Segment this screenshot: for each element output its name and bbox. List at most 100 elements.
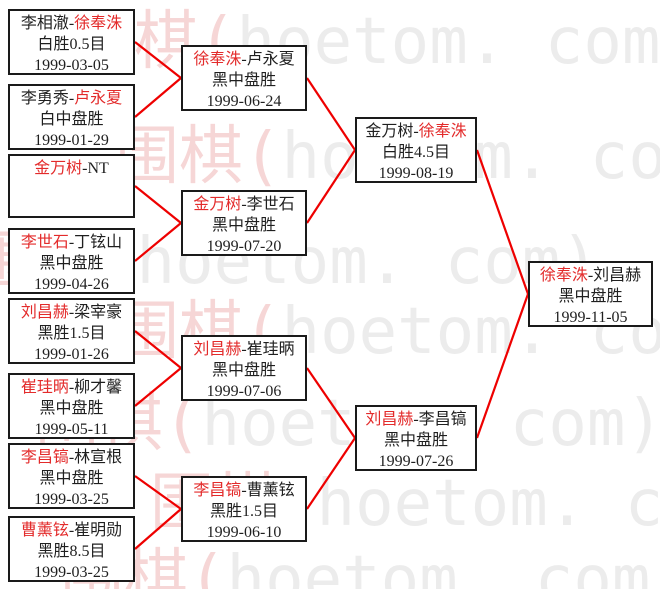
separator: -: [68, 304, 75, 321]
match-players: 刘昌赫-李昌镐: [357, 409, 475, 430]
match-box-qf-1: 徐奉洙-卢永夏 黑中盘胜 1999-06-24: [181, 45, 307, 111]
player-name: 梁宰豪: [74, 304, 123, 321]
match-date: 1999-01-29: [34, 132, 109, 149]
match-result: 黑胜1.5目: [37, 325, 106, 342]
match-box-r16-2: 李勇秀-卢永夏 白中盘胜 1999-01-29: [8, 84, 135, 150]
match-players: 刘昌赫-崔珪昞: [183, 339, 305, 360]
bracket-line: [475, 149, 530, 295]
match-box-r16-4: 李世石-丁铉山 黑中盘胜 1999-04-26: [8, 228, 135, 294]
bracket-line: [306, 367, 356, 439]
separator: -: [413, 123, 419, 140]
match-date: 1999-05-11: [34, 421, 109, 438]
match-date: 1999-07-26: [378, 453, 454, 470]
bracket-line: [134, 508, 182, 550]
player-name-winner: 刘昌赫: [193, 341, 242, 358]
match-box-r16-8: 曹薰铉-崔明勋 黑胜8.5目 1999-03-25: [8, 516, 135, 582]
match-players: 崔珪昞-柳才馨: [10, 377, 133, 398]
player-name: NT: [87, 160, 109, 177]
player-name-winner: 卢永夏: [74, 90, 123, 107]
match-date: 1999-07-20: [206, 238, 282, 255]
match-result: 黑中盘胜: [39, 255, 104, 272]
match-result: 白胜0.5目: [37, 36, 106, 53]
match-players: 李世石-丁铉山: [10, 232, 133, 253]
player-name: 李世石: [246, 196, 295, 213]
match-date: 1999-11-05: [553, 309, 628, 326]
match-result: 白胜4.5目: [381, 144, 450, 161]
match-box-qf-2: 金万树-李世石 黑中盘胜 1999-07-20: [181, 190, 307, 256]
player-name-winner: 徐奉洙: [193, 51, 242, 68]
separator: -: [241, 482, 247, 499]
player-name-winner: 徐奉洙: [418, 123, 467, 140]
separator: -: [68, 449, 75, 466]
player-name: 林宣根: [74, 449, 123, 466]
player-name-winner: 徐奉洙: [539, 267, 588, 284]
bracket-line: [134, 185, 182, 224]
match-date: 1999-03-05: [34, 57, 109, 74]
bracket-line: [134, 330, 182, 369]
match-box-final: 徐奉洙-刘昌赫 黑中盘胜 1999-11-05: [528, 261, 653, 327]
match-date: 1999-08-19: [378, 165, 454, 182]
separator: -: [82, 160, 88, 177]
player-name: 卢永夏: [246, 51, 295, 68]
bracket-line: [134, 222, 182, 262]
match-players: 李勇秀-卢永夏: [10, 88, 133, 109]
separator: -: [68, 90, 75, 107]
separator: -: [241, 341, 247, 358]
bracket-line: [134, 367, 182, 407]
player-name: 柳才馨: [74, 379, 123, 396]
match-players: 金万树-李世石: [183, 194, 305, 215]
match-result: 黑中盘胜: [383, 432, 448, 449]
match-players: 曹薰铉-崔明勋: [10, 520, 133, 541]
player-name-winner: 金万树: [34, 160, 83, 177]
bracket-line: [475, 293, 530, 439]
player-name-winner: 崔珪昞: [20, 379, 69, 396]
match-date: 1999-07-06: [206, 383, 282, 400]
bracket-line: [134, 475, 182, 510]
player-name: 金万树: [365, 123, 414, 140]
player-name-winner: 李昌镐: [20, 449, 69, 466]
player-name: 崔明勋: [74, 522, 123, 539]
player-name-winner: 李世石: [20, 234, 69, 251]
match-date: 1999-04-26: [34, 276, 109, 293]
match-result: 黑中盘胜: [211, 217, 276, 234]
match-players: 李相澈-徐奉洙: [10, 13, 133, 34]
bracket-line: [134, 77, 182, 118]
separator: -: [68, 379, 75, 396]
match-result: 黑中盘胜: [558, 288, 623, 305]
match-date: 1999-03-25: [34, 491, 109, 508]
player-name-winner: 刘昌赫: [20, 304, 69, 321]
match-result: 黑中盘胜: [211, 72, 276, 89]
player-name: 刘昌赫: [593, 267, 642, 284]
player-name-winner: 徐奉洙: [74, 15, 123, 32]
match-players: 刘昌赫-梁宰豪: [10, 302, 133, 323]
separator: -: [68, 234, 75, 251]
match-date: 1999-06-10: [206, 524, 282, 541]
separator: -: [68, 522, 75, 539]
player-name: 李昌镐: [418, 411, 467, 428]
match-players: 徐奉洙-卢永夏: [183, 49, 305, 70]
match-box-r16-7: 李昌镐-林宣根 黑中盘胜 1999-03-25: [8, 443, 135, 509]
player-name: 李勇秀: [20, 90, 69, 107]
match-box-r16-1: 李相澈-徐奉洙 白胜0.5目 1999-03-05: [8, 9, 135, 75]
player-name-winner: 李昌镐: [193, 482, 242, 499]
match-box-qf-3: 刘昌赫-崔珪昞 黑中盘胜 1999-07-06: [181, 335, 307, 401]
bracket-line: [306, 149, 356, 224]
match-players: 李昌镐-林宣根: [10, 447, 133, 468]
match-box-r16-5: 刘昌赫-梁宰豪 黑胜1.5目 1999-01-26: [8, 298, 135, 364]
match-players: 李昌镐-曹薰铉: [183, 480, 305, 501]
match-box-sf-1: 金万树-徐奉洙 白胜4.5目 1999-08-19: [355, 117, 477, 183]
match-box-qf-4: 李昌镐-曹薰铉 黑胜1.5目 1999-06-10: [181, 476, 307, 542]
match-result: 黑中盘胜: [211, 362, 276, 379]
match-box-sf-2: 刘昌赫-李昌镐 黑中盘胜 1999-07-26: [355, 405, 477, 471]
bracket-line: [306, 77, 356, 151]
player-name: 曹薰铉: [246, 482, 295, 499]
separator: -: [68, 15, 75, 32]
separator: -: [587, 267, 594, 284]
match-result: 黑中盘胜: [39, 400, 104, 417]
match-players: 金万树-徐奉洙: [357, 121, 475, 142]
bracket-line: [306, 437, 356, 510]
match-date: 1999-01-26: [34, 346, 109, 363]
separator: -: [413, 411, 419, 428]
